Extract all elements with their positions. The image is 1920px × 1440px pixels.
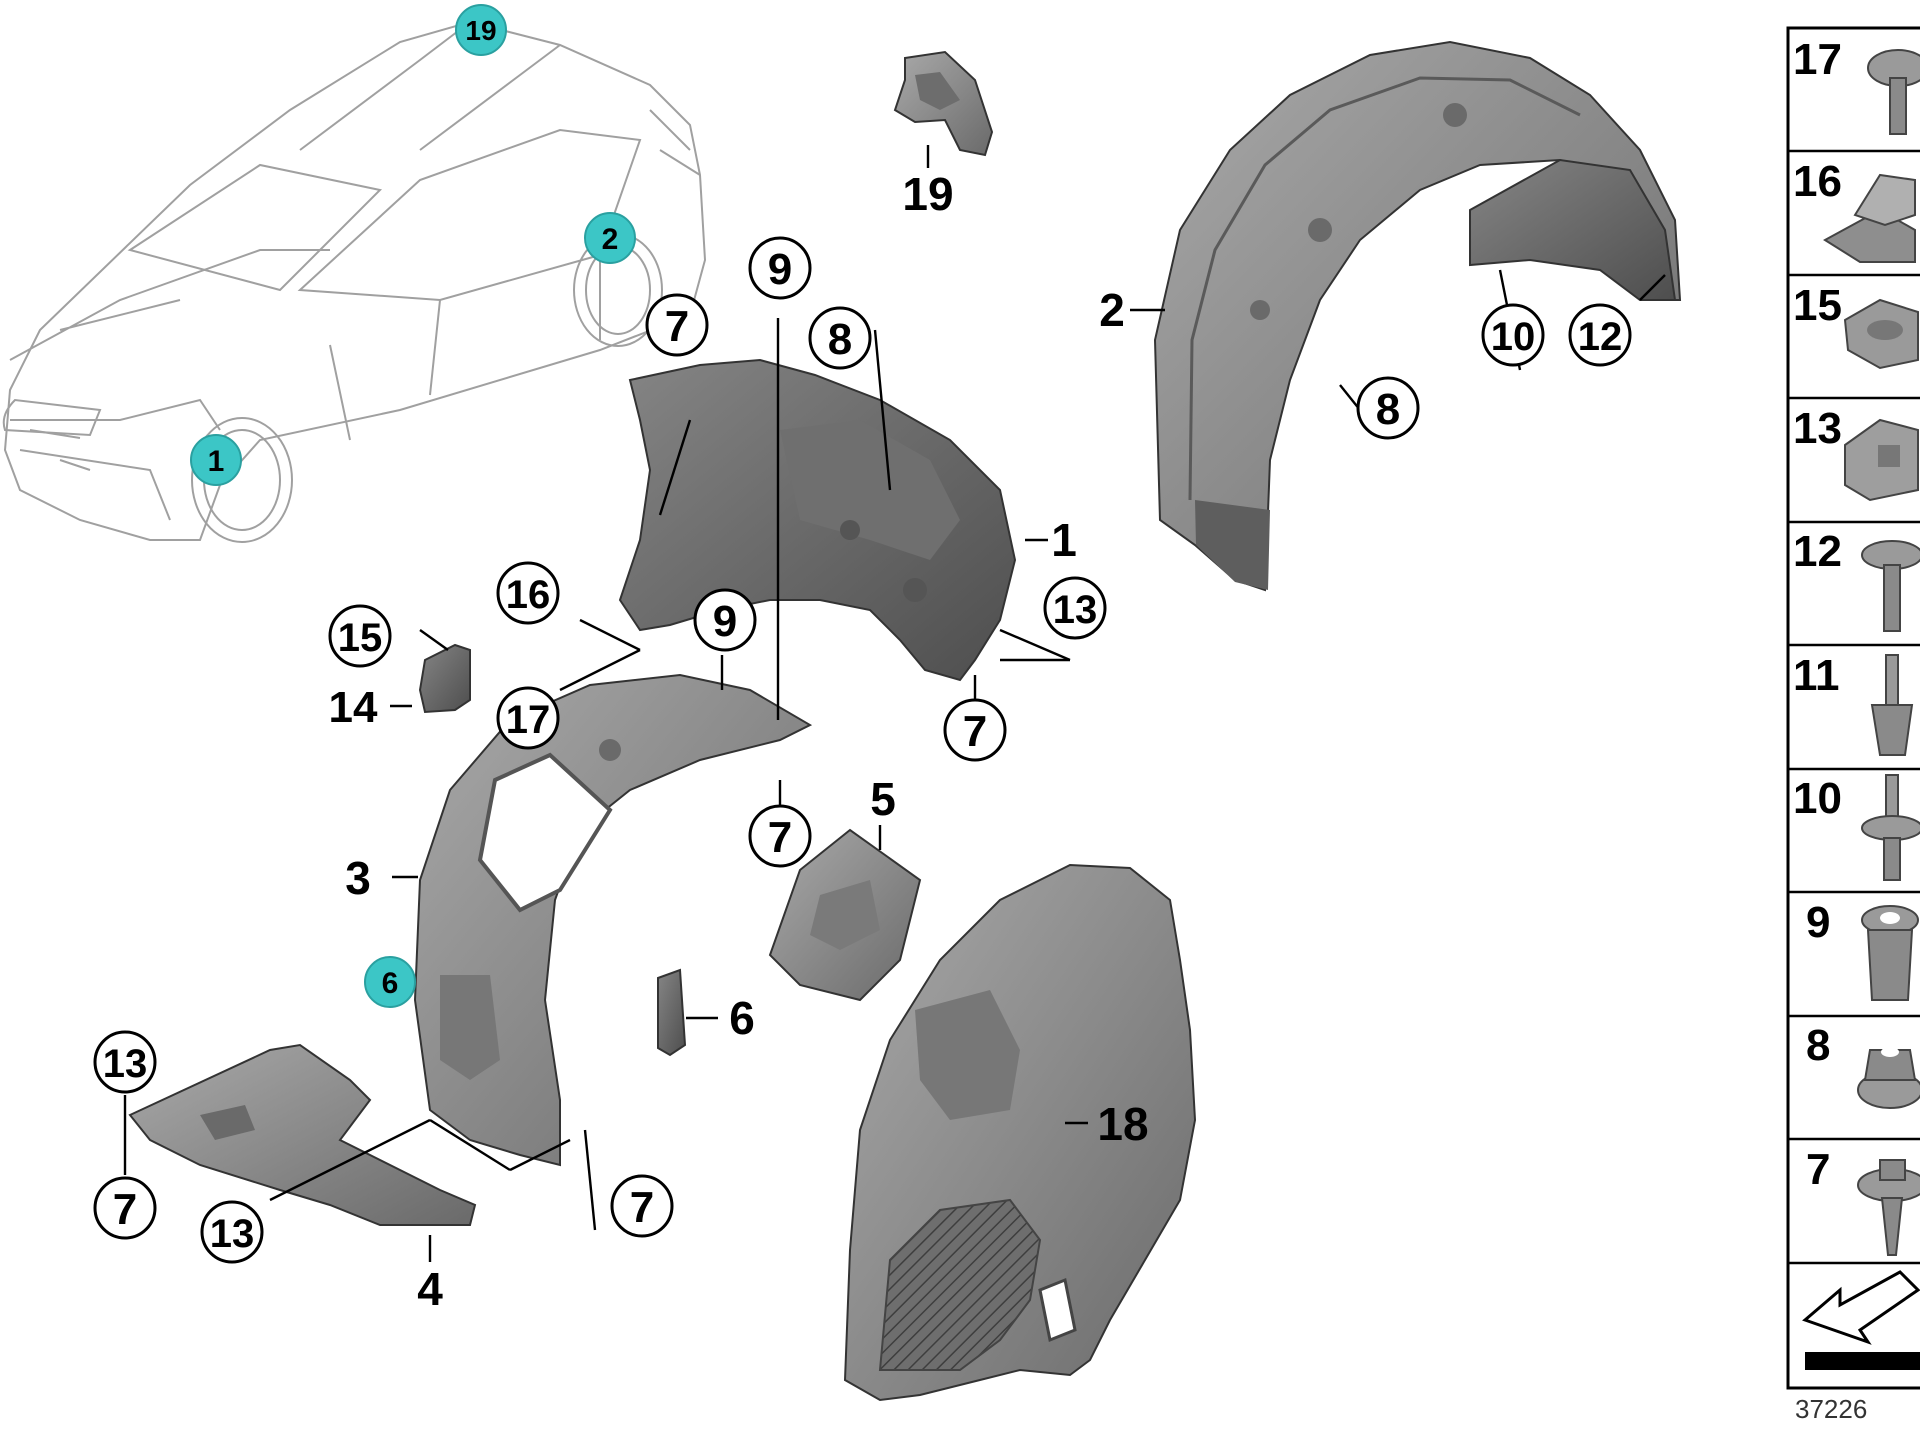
svg-text:10: 10 — [1793, 774, 1842, 823]
grommet-nut-icon — [1861, 905, 1919, 1001]
arrow-direction-icon — [1802, 1270, 1920, 1370]
svg-text:6: 6 — [382, 967, 399, 1000]
expansion-rivet-icon — [1861, 540, 1920, 632]
svg-text:15: 15 — [1793, 281, 1842, 330]
callout-7-mid: 7 — [748, 804, 812, 868]
svg-text:17: 17 — [1793, 35, 1842, 84]
svg-text:7: 7 — [1806, 1145, 1830, 1194]
callout-13-left-top: 13 — [93, 1030, 157, 1094]
part-1-front-wheel-arch-liner — [618, 358, 1017, 682]
callout-9-top: 9 — [748, 236, 812, 300]
fastener-row-arrow — [1802, 1270, 1920, 1370]
label-1: 1 — [1051, 514, 1077, 566]
clip-nut-icon — [1843, 298, 1919, 370]
callout-7-bottom: 7 — [610, 1174, 674, 1238]
hex-collar-nut-icon — [1857, 1047, 1920, 1109]
callout-13-left-bottom: 13 — [200, 1200, 264, 1264]
fastener-row-17: 17 — [1793, 35, 1920, 135]
svg-text:7: 7 — [665, 302, 689, 351]
svg-text:12: 12 — [1793, 527, 1842, 576]
callout-17: 17 — [496, 686, 560, 750]
label-3: 3 — [345, 852, 371, 904]
label-2: 2 — [1099, 284, 1125, 336]
part-3-front-lower-liner — [413, 673, 813, 1167]
svg-text:8: 8 — [1806, 1021, 1830, 1070]
label-18: 18 — [1097, 1098, 1148, 1150]
callout-7-left: 7 — [93, 1176, 157, 1240]
svg-text:13: 13 — [210, 1212, 255, 1256]
fastener-row-11: 11 — [1793, 651, 1914, 756]
svg-text:9: 9 — [713, 597, 737, 646]
svg-text:7: 7 — [768, 813, 792, 862]
plastic-rivet-icon — [1861, 774, 1920, 881]
label-5: 5 — [870, 773, 896, 825]
part-14-bracket — [418, 643, 471, 714]
hotspot-19[interactable]: 19 — [455, 4, 507, 56]
hotspot-6[interactable]: 6 — [364, 956, 416, 1008]
callout-16: 16 — [496, 561, 560, 625]
part-5-panel — [768, 828, 922, 1002]
svg-text:13: 13 — [1053, 588, 1098, 632]
spring-clip-icon — [1823, 173, 1916, 263]
part-4-lower-trim — [128, 1043, 477, 1226]
svg-text:8: 8 — [828, 315, 852, 364]
svg-text:16: 16 — [506, 573, 551, 617]
part-6-clip — [657, 968, 687, 1057]
svg-text:16: 16 — [1793, 157, 1842, 206]
callout-15: 15 — [328, 604, 392, 668]
callout-7-right: 7 — [943, 698, 1007, 762]
svg-text:13: 13 — [103, 1042, 148, 1086]
fastener-row-15: 15 — [1793, 281, 1919, 370]
svg-text:9: 9 — [1806, 898, 1830, 947]
vehicle-outline — [2, 20, 707, 543]
fastener-row-13: 13 — [1793, 404, 1919, 502]
fastener-row-9: 9 — [1806, 898, 1919, 1001]
callout-10: 10 — [1481, 303, 1545, 367]
round-head-clip-icon — [1867, 49, 1920, 135]
fastener-row-8: 8 — [1806, 1021, 1920, 1109]
callout-12: 12 — [1568, 303, 1632, 367]
part-18-wheel-arch-liner — [843, 863, 1197, 1402]
svg-text:17: 17 — [506, 698, 551, 742]
hotspot-2[interactable]: 2 — [584, 212, 636, 264]
svg-text:7: 7 — [113, 1185, 137, 1234]
label-6: 6 — [729, 992, 755, 1044]
callout-13-right: 13 — [1043, 576, 1107, 640]
fastener-row-10: 10 — [1793, 774, 1920, 881]
svg-text:7: 7 — [630, 1183, 654, 1232]
svg-text:9: 9 — [768, 245, 792, 294]
svg-text:8: 8 — [1376, 385, 1400, 434]
label-19: 19 — [902, 168, 953, 220]
part-19-bracket — [893, 50, 994, 157]
svg-text:19: 19 — [465, 15, 496, 46]
label-14: 14 — [329, 683, 378, 732]
callout-8-rear: 8 — [1356, 376, 1420, 440]
svg-text:13: 13 — [1793, 404, 1842, 453]
leader-lines — [123, 145, 1666, 1262]
svg-text:2: 2 — [602, 223, 619, 256]
square-clip-nut-icon — [1844, 418, 1919, 502]
fastener-row-7: 7 — [1806, 1145, 1920, 1256]
part-2-rear-wheel-arch-liner — [1153, 40, 1682, 592]
hotspot-1[interactable]: 1 — [190, 434, 242, 486]
callout-9-mid: 9 — [693, 588, 757, 652]
svg-text:15: 15 — [338, 616, 383, 660]
drawing-code: 37226 — [1795, 1394, 1867, 1424]
svg-text:11: 11 — [1793, 651, 1840, 700]
svg-text:12: 12 — [1578, 315, 1623, 359]
svg-text:10: 10 — [1491, 315, 1536, 359]
fastener-row-12: 12 — [1793, 527, 1920, 632]
flange-screw-icon — [1857, 1159, 1920, 1256]
label-4: 4 — [417, 1263, 443, 1315]
callout-8-top: 8 — [808, 306, 872, 370]
callout-7-top: 7 — [645, 293, 709, 357]
svg-text:1: 1 — [208, 445, 225, 478]
fastener-row-16: 16 — [1793, 157, 1916, 263]
svg-text:7: 7 — [963, 707, 987, 756]
push-rivet-icon — [1870, 654, 1914, 756]
